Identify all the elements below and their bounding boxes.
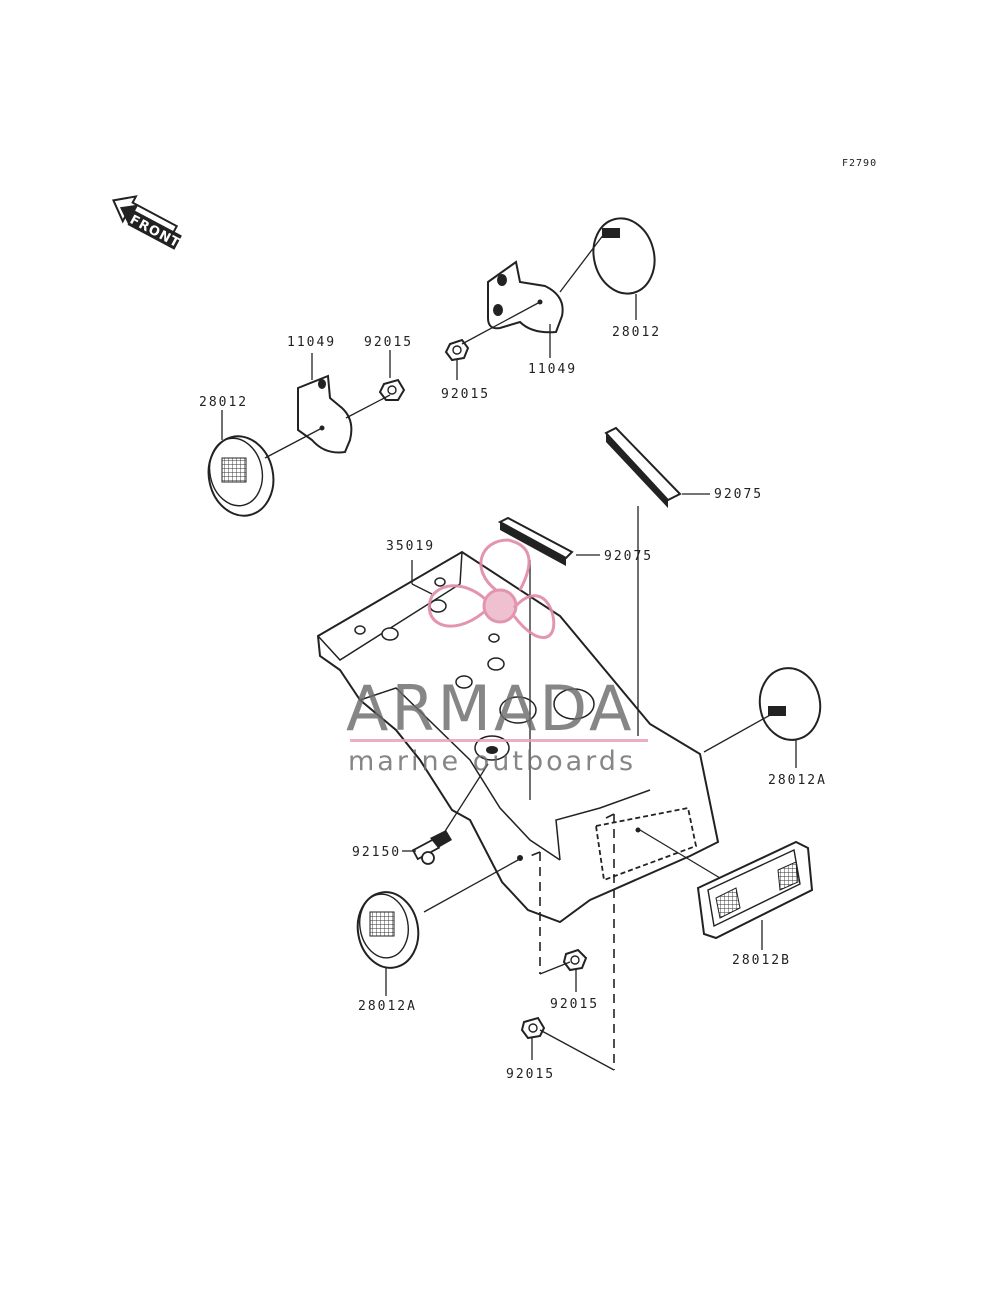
front-arrow-icon: FRONT [111,195,182,251]
bracket-right [487,260,564,334]
pad-right [604,426,682,508]
nut-right-upper [444,338,470,362]
part-label-28012A-right: 28012A [768,773,827,788]
reference-code: F2790 [842,158,877,169]
part-label-92015-mid: 92015 [550,997,599,1012]
part-label-92075-center: 92075 [604,549,653,564]
reflector-right-side [758,667,822,741]
pad-center [497,516,574,566]
reflector-plate [696,840,814,940]
part-label-11049-right: 11049 [528,362,577,377]
reflector-left-upper [207,435,275,517]
bracket-left [297,374,353,454]
part-label-92015-bottom: 92015 [506,1067,555,1082]
part-label-92015-top: 92015 [441,387,490,402]
nut-lower-bottom [520,1016,546,1040]
watermark-subtitle: marine outboards [348,746,636,777]
part-label-92150: 92150 [352,845,401,860]
part-label-92015-left: 92015 [364,335,413,350]
part-label-28012A-left: 28012A [358,999,417,1014]
part-label-92075-right: 92075 [714,487,763,502]
watermark-title: ARMADA [346,672,634,745]
bolt-92150 [411,830,452,865]
reflector-right-upper [592,217,656,295]
nut-lower-mid [562,948,588,972]
watermark-divider [350,739,648,742]
reflector-left-lower [356,891,420,969]
part-label-11049-left: 11049 [287,335,336,350]
nut-left-upper [378,378,406,401]
part-label-28012-right: 28012 [612,325,661,340]
part-label-28012-left: 28012 [199,395,248,410]
watermark-logo-icon [427,538,556,639]
part-label-28012B: 28012B [732,953,791,968]
part-label-35019: 35019 [386,539,435,554]
